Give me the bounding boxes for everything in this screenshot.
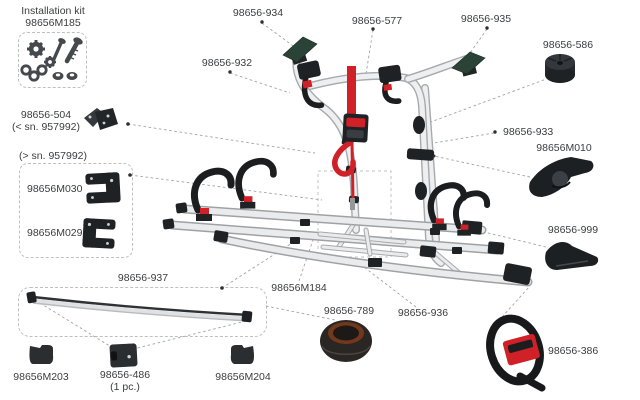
- part-98656-789-drawing: [320, 320, 372, 362]
- part-label-98656M030: 98656M030: [27, 183, 83, 195]
- part-label-98656-504: 98656-504 (< sn. 957992): [12, 109, 80, 133]
- part-98656-486-drawing: [109, 343, 138, 368]
- serial-variant-box: [19, 163, 133, 258]
- top-plates: [282, 36, 486, 77]
- part-label-98656-936: 98656-936: [397, 307, 449, 319]
- part-98656M203-drawing: [29, 345, 54, 364]
- part-label-98656-386: 98656-386: [548, 345, 599, 357]
- part-98656M010-drawing: [529, 157, 594, 197]
- part-98656M204-drawing: [230, 345, 254, 364]
- part-label-98656-586: 98656-586: [542, 39, 594, 51]
- installation-kit-code: 98656M185: [25, 17, 81, 29]
- part-98656-504-drawing: [84, 108, 118, 130]
- part-label-98656-932: 98656-932: [201, 57, 253, 69]
- installation-kit-box: [18, 32, 87, 88]
- installation-kit-title: Installation kit 98656M185: [21, 5, 85, 29]
- frame-clamps: [297, 60, 402, 109]
- serial-note-label: (> sn. 957992): [19, 150, 88, 162]
- part-label-98656M204: 98656M204: [215, 371, 271, 383]
- part-98656-999-drawing: [545, 242, 599, 270]
- part-label-98656-933: 98656-933: [503, 126, 554, 138]
- part-label-98656M184: 98656M184: [271, 282, 327, 294]
- part-98656M029-drawing: [82, 218, 116, 249]
- installation-kit-icons: [20, 37, 83, 82]
- part-label-98656-934: 98656-934: [232, 7, 284, 19]
- bike-rack-illustration: [162, 36, 533, 287]
- loose-parts: [20, 37, 599, 392]
- part-label-98656-504-code: 98656-504: [20, 109, 72, 121]
- part-label-98656-999: 98656-999: [547, 224, 599, 236]
- part-label-98656-789: 98656-789: [323, 305, 375, 317]
- wheel-holder-hooks: [191, 157, 491, 236]
- part-label-98656-577: 98656-577: [351, 15, 403, 27]
- red-strap: [332, 66, 369, 210]
- bumper-rail-box: [18, 287, 267, 337]
- part-label-98656-935: 98656-935: [460, 13, 512, 25]
- part-label-98656-504-note: (< sn. 957992): [11, 121, 81, 133]
- installation-kit-title-text: Installation kit: [21, 5, 85, 17]
- part-label-98656M029: 98656M029: [27, 227, 83, 239]
- part-label-98656-486-note: (1 pc.): [110, 381, 140, 393]
- part-98656M030-drawing: [85, 172, 121, 204]
- part-98656-937-drawing: [26, 291, 253, 323]
- part-label-98656-486: 98656-486 (1 pc.): [100, 369, 150, 393]
- part-label-98656-937: 98656-937: [117, 272, 169, 284]
- part-label-98656M203: 98656M203: [13, 371, 69, 383]
- part-label-98656M010: 98656M010: [536, 142, 592, 154]
- part-98656-386-drawing: [486, 314, 546, 392]
- part-98656-586-drawing: [545, 54, 575, 83]
- part-label-98656-486-code: 98656-486: [99, 369, 151, 381]
